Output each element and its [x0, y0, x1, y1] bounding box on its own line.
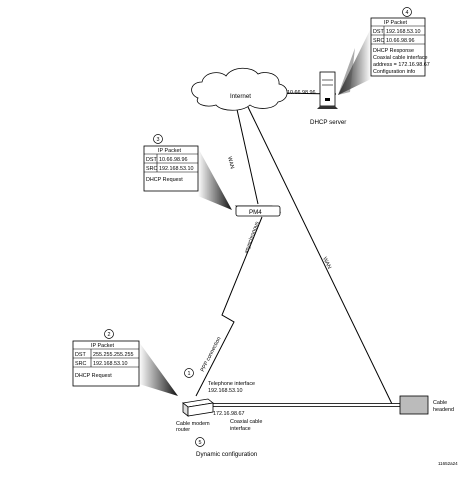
packet-2-src: 192.168.53.10 [93, 361, 127, 367]
packet-4-note-1: DHCP Response [373, 48, 414, 54]
coax-interface-label-2: interface [230, 426, 251, 432]
figure-id: 11652a24 [438, 461, 458, 466]
cable-headend-label-1: Cable [433, 400, 447, 406]
callout-4: 4 [402, 7, 412, 17]
packet-3-dst: 10.66.98.96 [159, 157, 187, 163]
coax-interface-address: 172.16.98.67 [213, 411, 244, 417]
packet-4-note-3: address = 172.16.98.67 [373, 62, 430, 68]
cable-headend [399, 395, 429, 415]
packet-4-src-label: SRC [373, 38, 384, 44]
wan-link-pm4 [235, 104, 259, 205]
packet-3-src: 192.168.53.10 [159, 166, 193, 172]
packet-4-title: IP Packet [384, 20, 407, 26]
callout-1: 1 [184, 368, 194, 378]
packet-4-dst-label: DST [373, 29, 384, 35]
callout-3: 3 [153, 134, 163, 144]
packet-4-box: IP Packet DST 192.168.53.10 SRC 10.66.98… [370, 17, 430, 77]
packet-3-box: IP Packet DST 10.66.98.96 SRC 192.168.53… [143, 145, 199, 192]
dhcp-server-address: 10.66.98.96 [287, 90, 315, 96]
packet-3-dst-label: DST [146, 157, 157, 163]
packet-4-note-4: Configuration info [373, 69, 415, 75]
wan-link-headend [247, 106, 393, 405]
svg-text:4: 4 [406, 10, 409, 16]
dhcp-server-label: DHCP server [310, 119, 346, 126]
callout-2: 2 [104, 329, 114, 339]
pm4-label: PM4 [249, 209, 262, 216]
packet-2-dst: 255.255.255.255 [93, 352, 133, 358]
coax-cable [212, 403, 401, 407]
callout-5: 5 [195, 437, 205, 447]
cable-modem-label-2: router [176, 427, 190, 433]
packet-2-fan [139, 342, 178, 396]
svg-text:5: 5 [199, 440, 202, 446]
pm4-device: PM4 [234, 205, 282, 217]
wan-label-right: WAN [321, 256, 332, 270]
packet-3-src-label: SRC [146, 166, 157, 172]
ppp-link [195, 216, 263, 397]
cable-modem-router [182, 398, 214, 417]
cable-modem-label-1: Cable modem [176, 421, 210, 427]
internet-cloud: Internet [191, 67, 288, 111]
packet-4-fan [338, 28, 371, 95]
packet-2-title: IP Packet [91, 343, 114, 349]
packet-3-title: IP Packet [158, 148, 181, 154]
svg-text:3: 3 [157, 137, 160, 143]
packet-3-note: DHCP Request [146, 177, 183, 183]
telephone-interface-label: Telephone interface [208, 381, 255, 387]
svg-text:2: 2 [108, 332, 111, 338]
cable-headend-label-2: headend [433, 407, 454, 413]
packet-2-dst-label: DST [75, 352, 86, 358]
packet-4-note-2: Coaxial cable interface [373, 55, 428, 61]
wan-label-left: WAN [226, 156, 235, 170]
packet-4-dst: 192.168.53.10 [386, 29, 420, 35]
async-label: asynchronous [244, 221, 261, 255]
svg-text:1: 1 [188, 371, 191, 377]
packet-3-fan [198, 148, 232, 210]
internet-label: Internet [230, 93, 251, 100]
packet-2-note: DHCP Request [75, 373, 112, 379]
dhcp-server-icon [317, 71, 338, 109]
telephone-interface-address: 192.168.53.10 [208, 388, 242, 394]
packet-2-src-label: SRC [75, 361, 86, 367]
dynamic-configuration-label: Dynamic configuration [196, 451, 258, 458]
packet-2-box: IP Packet DST 255.255.255.255 SRC 192.16… [72, 340, 140, 387]
packet-4-src: 10.66.98.96 [386, 38, 414, 44]
coax-interface-label-1: Coaxial cable [230, 419, 262, 425]
